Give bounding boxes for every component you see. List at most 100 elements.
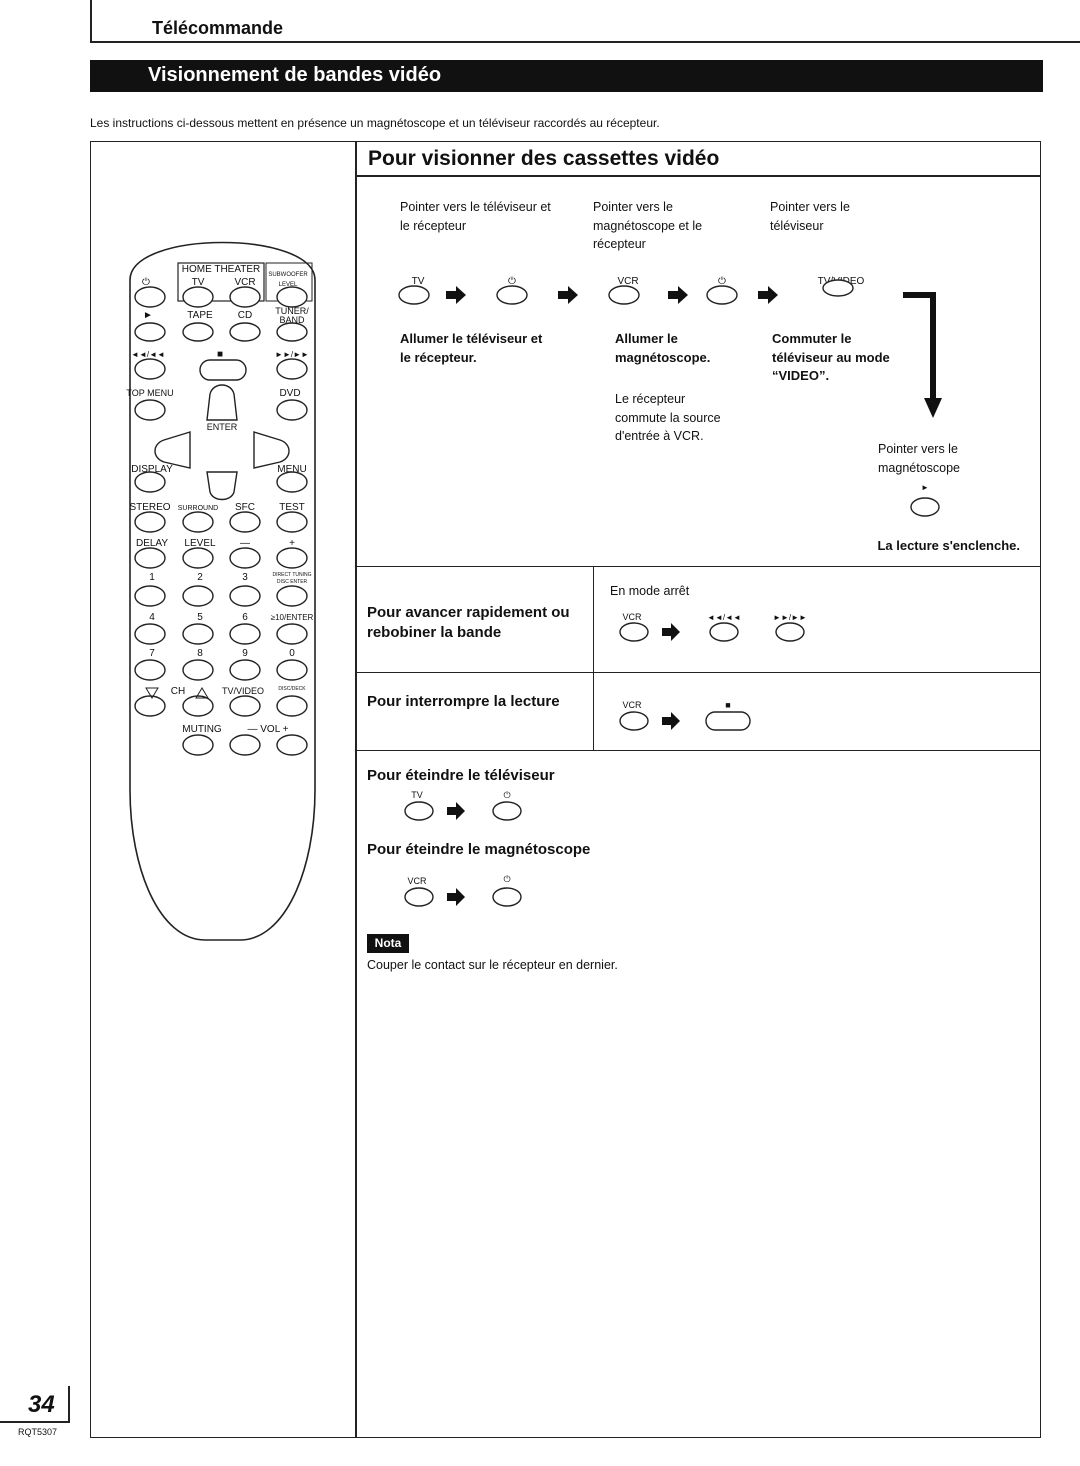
row2-button-vcr-label: VCR [622, 700, 642, 710]
remote-control-illustration: HOME THEATER ⏻ TV VCR SUBWOOFER LEVEL ► … [126, 241, 316, 941]
remote-label-rew: ◄◄/◄◄ [131, 350, 165, 359]
remote-label-ch: CH [171, 686, 185, 697]
remote-label-n4: 4 [149, 612, 155, 623]
remote-label-tvvideo: TV/VIDEO [222, 686, 264, 696]
remote-label-dvd: DVD [279, 388, 300, 399]
row1-label: Pour avancer rapidement ou rebobiner la … [367, 604, 570, 641]
intro-text: Les instructions ci-dessous mettent en p… [90, 116, 660, 130]
remote-label-play: ► [143, 310, 153, 321]
section-title: Pour visionner des cassettes vidéo [368, 147, 720, 170]
remote-label-vcr: VCR [234, 277, 255, 288]
section-banner [90, 60, 1043, 92]
remote-label-n5: 5 [197, 612, 203, 623]
remote-label-home-theater: HOME THEATER [182, 264, 261, 275]
final-play-button-label: ► [921, 483, 929, 492]
row2-label: Pour interrompre la lecture [367, 693, 560, 710]
remote-label-sfc: SFC [235, 502, 255, 513]
remote-label-n3: 3 [242, 572, 248, 583]
header-rule-horizontal [90, 41, 1080, 43]
row-divider [593, 566, 595, 750]
remote-label-cd: CD [238, 310, 252, 321]
off-tv-buttons: TV ⏻ [404, 790, 522, 821]
off-vcr-buttons: VCR ⏻ [404, 874, 522, 907]
remote-label-n9: 9 [242, 648, 248, 659]
remote-label-enter: ENTER [207, 422, 238, 432]
step1-button-tv-label: TV [412, 276, 425, 287]
down-arrow [903, 292, 942, 418]
remote-label-tv: TV [192, 277, 205, 288]
step1-action: Allumer le téléviseur et le récepteur. [400, 331, 543, 365]
remote-label-tuner: TUNER/ [275, 306, 309, 316]
off-tv-label: Pour éteindre le téléviseur [367, 767, 555, 784]
row1-button-ff-label: ►►/►► [773, 613, 807, 622]
row1-buttons: VCR ◄◄/◄◄ ►►/►► [619, 612, 807, 642]
remote-label-plus: + [289, 538, 295, 549]
remote-label-n1: 1 [149, 572, 155, 583]
remote-label-surround: SURROUND [178, 505, 218, 512]
column-divider [355, 141, 357, 1438]
nota-text: Couper le contact sur le récepteur en de… [367, 958, 618, 972]
remote-label-direct: DIRECT TUNING [273, 572, 312, 578]
row-rule-2 [355, 672, 1041, 674]
section-title-rule [355, 175, 1041, 177]
remote-label-ff: ►►/►► [275, 350, 309, 359]
content-frame [90, 141, 1041, 1438]
remote-label-display: DISPLAY [131, 464, 173, 475]
final-play-button: ► [910, 483, 940, 517]
remote-label-top-menu: TOP MENU [126, 388, 173, 398]
remote-label-n0: 0 [289, 648, 295, 659]
remote-label-n2: 2 [197, 572, 203, 583]
row1-button-rew-label: ◄◄/◄◄ [707, 613, 741, 622]
remote-label-subwoofer: SUBWOOFER [268, 272, 308, 278]
row-rule-3 [355, 750, 1041, 752]
final-action: La lecture s'enclenche. [877, 538, 1020, 553]
off-tv-button-tv-label: TV [411, 790, 423, 800]
row2-button-stop-label: ■ [725, 700, 730, 710]
remote-label-ten-enter: ≥10/ENTER [271, 613, 314, 622]
page-number-rule-vertical [68, 1386, 70, 1422]
remote-label-stop: ■ [217, 349, 223, 360]
remote-label-level-small: LEVEL [279, 282, 298, 288]
row1-button-vcr-label: VCR [622, 612, 642, 622]
step2-action: Allumer le magnétoscope. [615, 331, 711, 365]
remote-label-delay: DELAY [136, 538, 168, 549]
final-point: Pointer vers le magnétoscope [878, 442, 961, 475]
svg-text:⏻: ⏻ [142, 277, 150, 288]
banner-title: Visionnement de bandes vidéo [148, 64, 442, 86]
off-vcr-button-power-label: ⏻ [503, 874, 510, 884]
step1-point: Pointer vers le téléviseur et le récepte… [400, 200, 551, 233]
remote-label-vol: — VOL + [247, 724, 288, 735]
remote-label-n7: 7 [149, 648, 155, 659]
step2-button-vcr-label: VCR [617, 276, 638, 287]
row-rule-1 [355, 566, 1041, 568]
nota-badge: Nota [367, 934, 409, 953]
remote-label-disc-enter: DISC ENTER [277, 579, 308, 585]
step-button-sequence: TV ⏻ VCR ⏻ TV/VIDEO [398, 276, 865, 305]
remote-label-menu: MENU [277, 464, 306, 475]
step2-point: Pointer vers le magnétoscope et le récep… [593, 200, 703, 251]
step3-point: Pointer vers le téléviseur [770, 200, 850, 233]
remote-label-muting: MUTING [182, 724, 222, 735]
document-code: RQT5307 [18, 1427, 58, 1437]
off-vcr-button-vcr-label: VCR [407, 876, 427, 886]
step2-button-power-label: ⏻ [718, 276, 726, 287]
remote-label-minus: — [240, 538, 250, 549]
remote-label-level: LEVEL [184, 538, 216, 549]
remote-label-band: BAND [279, 315, 305, 325]
step2-note: Le récepteur commute la source d'entrée … [615, 392, 721, 443]
off-vcr-label: Pour éteindre le magnétoscope [367, 841, 591, 858]
row1-condition: En mode arrêt [610, 584, 690, 598]
off-tv-button-power-label: ⏻ [503, 790, 510, 800]
remote-label-n8: 8 [197, 648, 203, 659]
remote-label-stereo: STEREO [129, 502, 170, 513]
row2-buttons: VCR ■ [619, 700, 751, 731]
header-rule-vertical [90, 0, 92, 42]
page-number: 34 [28, 1391, 55, 1418]
remote-label-test: TEST [279, 502, 305, 513]
step3-action: Commuter le téléviseur au mode “VIDEO”. [772, 331, 890, 383]
header-title: Télécommande [152, 18, 284, 38]
remote-label-disc: DISC/DECK [278, 686, 306, 692]
page-number-rule-horizontal [0, 1421, 70, 1423]
remote-label-tape: TAPE [187, 310, 213, 321]
remote-label-n6: 6 [242, 612, 248, 623]
